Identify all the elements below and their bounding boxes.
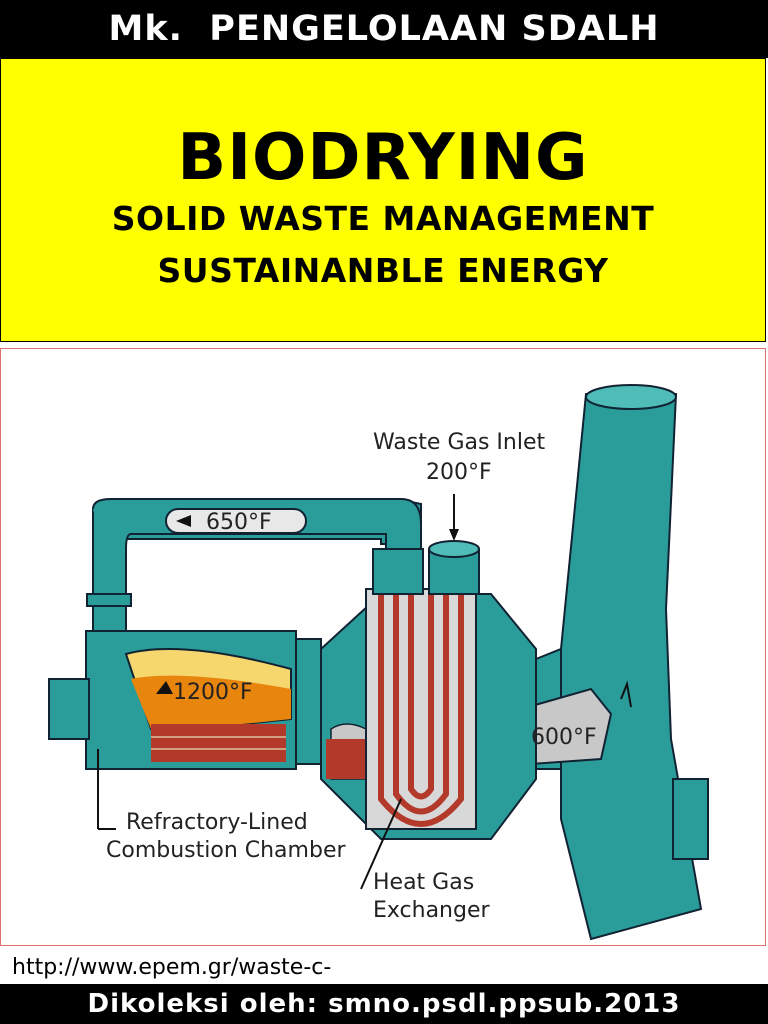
pipe-temp-label: 650°F — [206, 510, 272, 535]
inlet-temp-label: 200°F — [426, 460, 492, 485]
pipe-flange — [86, 593, 132, 607]
arrow-left-icon — [176, 515, 191, 527]
title-box: BIODRYING SOLID WASTE MANAGEMENT SUSTAIN… — [0, 58, 766, 342]
arrow-up-icon — [620, 680, 632, 708]
exchanger-pointer — [360, 798, 402, 890]
course-header: Mk. PENGELOLAAN SDALH — [0, 0, 768, 58]
subtitle-2: SUSTAINANBLE ENERGY — [157, 251, 609, 290]
burner — [48, 678, 90, 740]
main-title: BIODRYING — [177, 121, 589, 195]
chamber-flange — [295, 638, 322, 765]
incinerator-diagram: Waste Gas Inlet 200°F 650°F 1200°F 600°F… — [0, 348, 766, 946]
source-url: http://www.epem.gr/waste-c- — [12, 955, 332, 980]
flame-arrow-icon — [156, 681, 173, 694]
incinerator-illustration: Waste Gas Inlet 200°F 650°F 1200°F 600°F… — [48, 384, 709, 941]
credit-text: Dikoleksi oleh: smno.psdl.ppsub.2013 — [87, 989, 681, 1019]
stack-temp-label: 600°F — [531, 725, 597, 750]
exchanger-label-1: Heat Gas — [373, 870, 474, 895]
stack-top — [585, 384, 677, 410]
exchanger-inlet-left — [372, 548, 424, 595]
chamber-flame — [131, 675, 291, 729]
refractory-label-1: Refractory-Lined — [126, 810, 308, 835]
stack-port — [672, 778, 709, 860]
refractory-bricks — [151, 724, 286, 762]
waste-gas-inlet-label: Waste Gas Inlet — [373, 430, 546, 455]
refractory-label-2: Combustion Chamber — [106, 838, 346, 863]
exchanger-tube-bay — [365, 588, 477, 830]
exchanger-label-2: Exchanger — [373, 898, 490, 923]
exchanger-bricks — [326, 739, 366, 779]
course-title: Mk. PENGELOLAAN SDALH — [108, 9, 660, 49]
subtitle-1: SOLID WASTE MANAGEMENT — [111, 199, 655, 238]
credit-bar: Dikoleksi oleh: smno.psdl.ppsub.2013 — [0, 984, 768, 1024]
pipe-temp-tag — [165, 508, 307, 534]
chamber-temp-label: 1200°F — [173, 680, 253, 705]
